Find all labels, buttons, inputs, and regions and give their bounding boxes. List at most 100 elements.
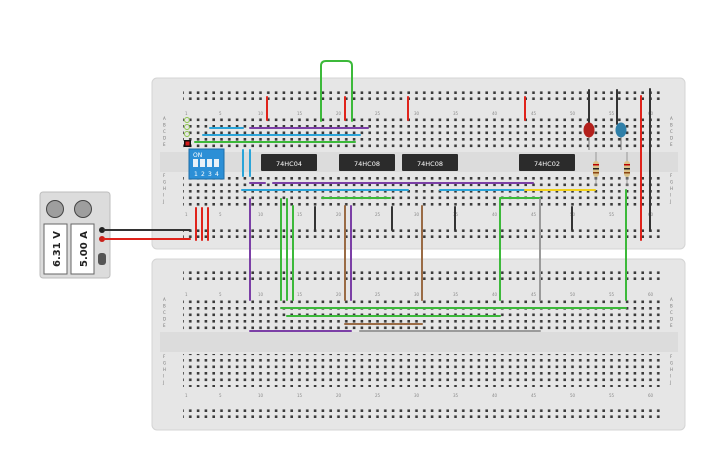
column-number: 45	[531, 212, 537, 217]
dip-toggle-3[interactable]	[207, 159, 212, 167]
dip-switch[interactable]: ON 1 2 3 4	[184, 140, 225, 180]
chip-74hc04[interactable]: 74HC04	[261, 154, 317, 171]
column-number: 25	[375, 292, 381, 297]
row-letter: F	[163, 354, 166, 359]
column-number: 35	[453, 292, 459, 297]
column-number: 55	[609, 212, 615, 217]
row-letter: J	[669, 380, 671, 385]
dip-toggle-1[interactable]	[193, 159, 198, 167]
column-number: 30	[414, 111, 420, 116]
current-knob[interactable]	[74, 200, 92, 218]
voltage-knob[interactable]	[46, 200, 64, 218]
resistor-2[interactable]	[624, 152, 630, 186]
row-letter: A	[670, 116, 673, 121]
column-number: 25	[375, 111, 381, 116]
chip-label: 74HC08	[417, 160, 443, 168]
row-letter: J	[669, 199, 671, 204]
row-letter: A	[163, 297, 166, 302]
dip-number-4: 4	[215, 171, 219, 178]
row-letter: C	[670, 129, 673, 134]
column-number: 45	[531, 393, 537, 398]
led-blue[interactable]	[615, 122, 627, 151]
column-number: 55	[609, 292, 615, 297]
row-letter: D	[670, 136, 673, 141]
chip-label: 74HC08	[354, 160, 380, 168]
row-letter: G	[163, 361, 166, 366]
row-letter: H	[163, 367, 166, 372]
dip-number-1: 1	[194, 171, 198, 178]
column-number: 10	[258, 292, 264, 297]
row-letter: J	[162, 380, 164, 385]
row-letter: G	[670, 361, 673, 366]
row-letter: E	[670, 323, 673, 328]
dip-number-3: 3	[208, 171, 212, 178]
row-letter: I	[670, 374, 671, 379]
dip-number-2: 2	[201, 171, 205, 178]
column-number: 40	[492, 111, 498, 116]
row-letter: E	[670, 142, 673, 147]
chip-74hc02[interactable]: 74HC02	[519, 154, 575, 171]
row-letter: A	[163, 116, 166, 121]
row-letter: H	[670, 367, 673, 372]
column-number: 50	[570, 393, 576, 398]
column-number: 10	[258, 393, 264, 398]
row-letter: D	[163, 317, 166, 322]
power-rail-top	[183, 89, 661, 101]
row-letter: I	[670, 193, 671, 198]
column-number: 55	[609, 111, 615, 116]
column-number: 30	[414, 212, 420, 217]
terminal-strip-lower	[183, 175, 661, 208]
column-number: 35	[453, 393, 459, 398]
chip-74hc08-a[interactable]: 74HC08	[339, 154, 395, 171]
column-number: 20	[336, 212, 342, 217]
column-number: 5	[219, 111, 222, 116]
column-number: 1	[185, 393, 188, 398]
column-number: 1	[185, 212, 188, 217]
column-number: 60	[648, 393, 654, 398]
column-number: 1	[185, 111, 188, 116]
row-letter: D	[670, 317, 673, 322]
positive-terminal[interactable]	[99, 236, 105, 242]
power-supply[interactable]: 6.31 V 5.00 A	[39, 191, 111, 279]
input-probes	[184, 117, 190, 137]
column-number: 15	[297, 393, 303, 398]
column-number: 20	[336, 111, 342, 116]
column-number: 30	[414, 393, 420, 398]
chip-74hc08-b[interactable]: 74HC08	[402, 154, 458, 171]
center-channel-2	[160, 332, 678, 352]
negative-terminal[interactable]	[99, 227, 105, 233]
dip-toggle-4[interactable]	[214, 159, 219, 167]
row-letter: J	[162, 199, 164, 204]
column-number: 60	[648, 292, 654, 297]
row-letter: C	[163, 310, 166, 315]
column-number: 15	[297, 212, 303, 217]
column-number: 20	[336, 292, 342, 297]
row-letter: D	[163, 136, 166, 141]
row-letter: G	[163, 180, 166, 185]
wire-green-loop[interactable]	[320, 60, 353, 122]
column-number: 40	[492, 212, 498, 217]
column-number: 25	[375, 393, 381, 398]
column-number: 45	[531, 292, 537, 297]
power-rail-bottom-2	[183, 406, 661, 418]
dip-on-label: ON	[193, 152, 202, 159]
row-letter: B	[670, 304, 673, 309]
wires	[103, 60, 651, 332]
current-readout: 5.00 A	[79, 231, 90, 267]
voltage-readout: 6.31 V	[52, 231, 63, 267]
resistor-1[interactable]	[593, 152, 599, 186]
terminal-strip-upper-2	[183, 298, 661, 331]
row-letter: E	[163, 142, 166, 147]
column-number: 40	[492, 393, 498, 398]
dip-toggle-2[interactable]	[200, 159, 205, 167]
column-number: 5	[219, 292, 222, 297]
column-number: 30	[414, 292, 420, 297]
column-number: 1	[185, 292, 188, 297]
chip-label: 74HC02	[534, 160, 560, 168]
row-letter: H	[670, 186, 673, 191]
column-number: 40	[492, 292, 498, 297]
led-red[interactable]	[583, 122, 595, 151]
row-letter: A	[670, 297, 673, 302]
